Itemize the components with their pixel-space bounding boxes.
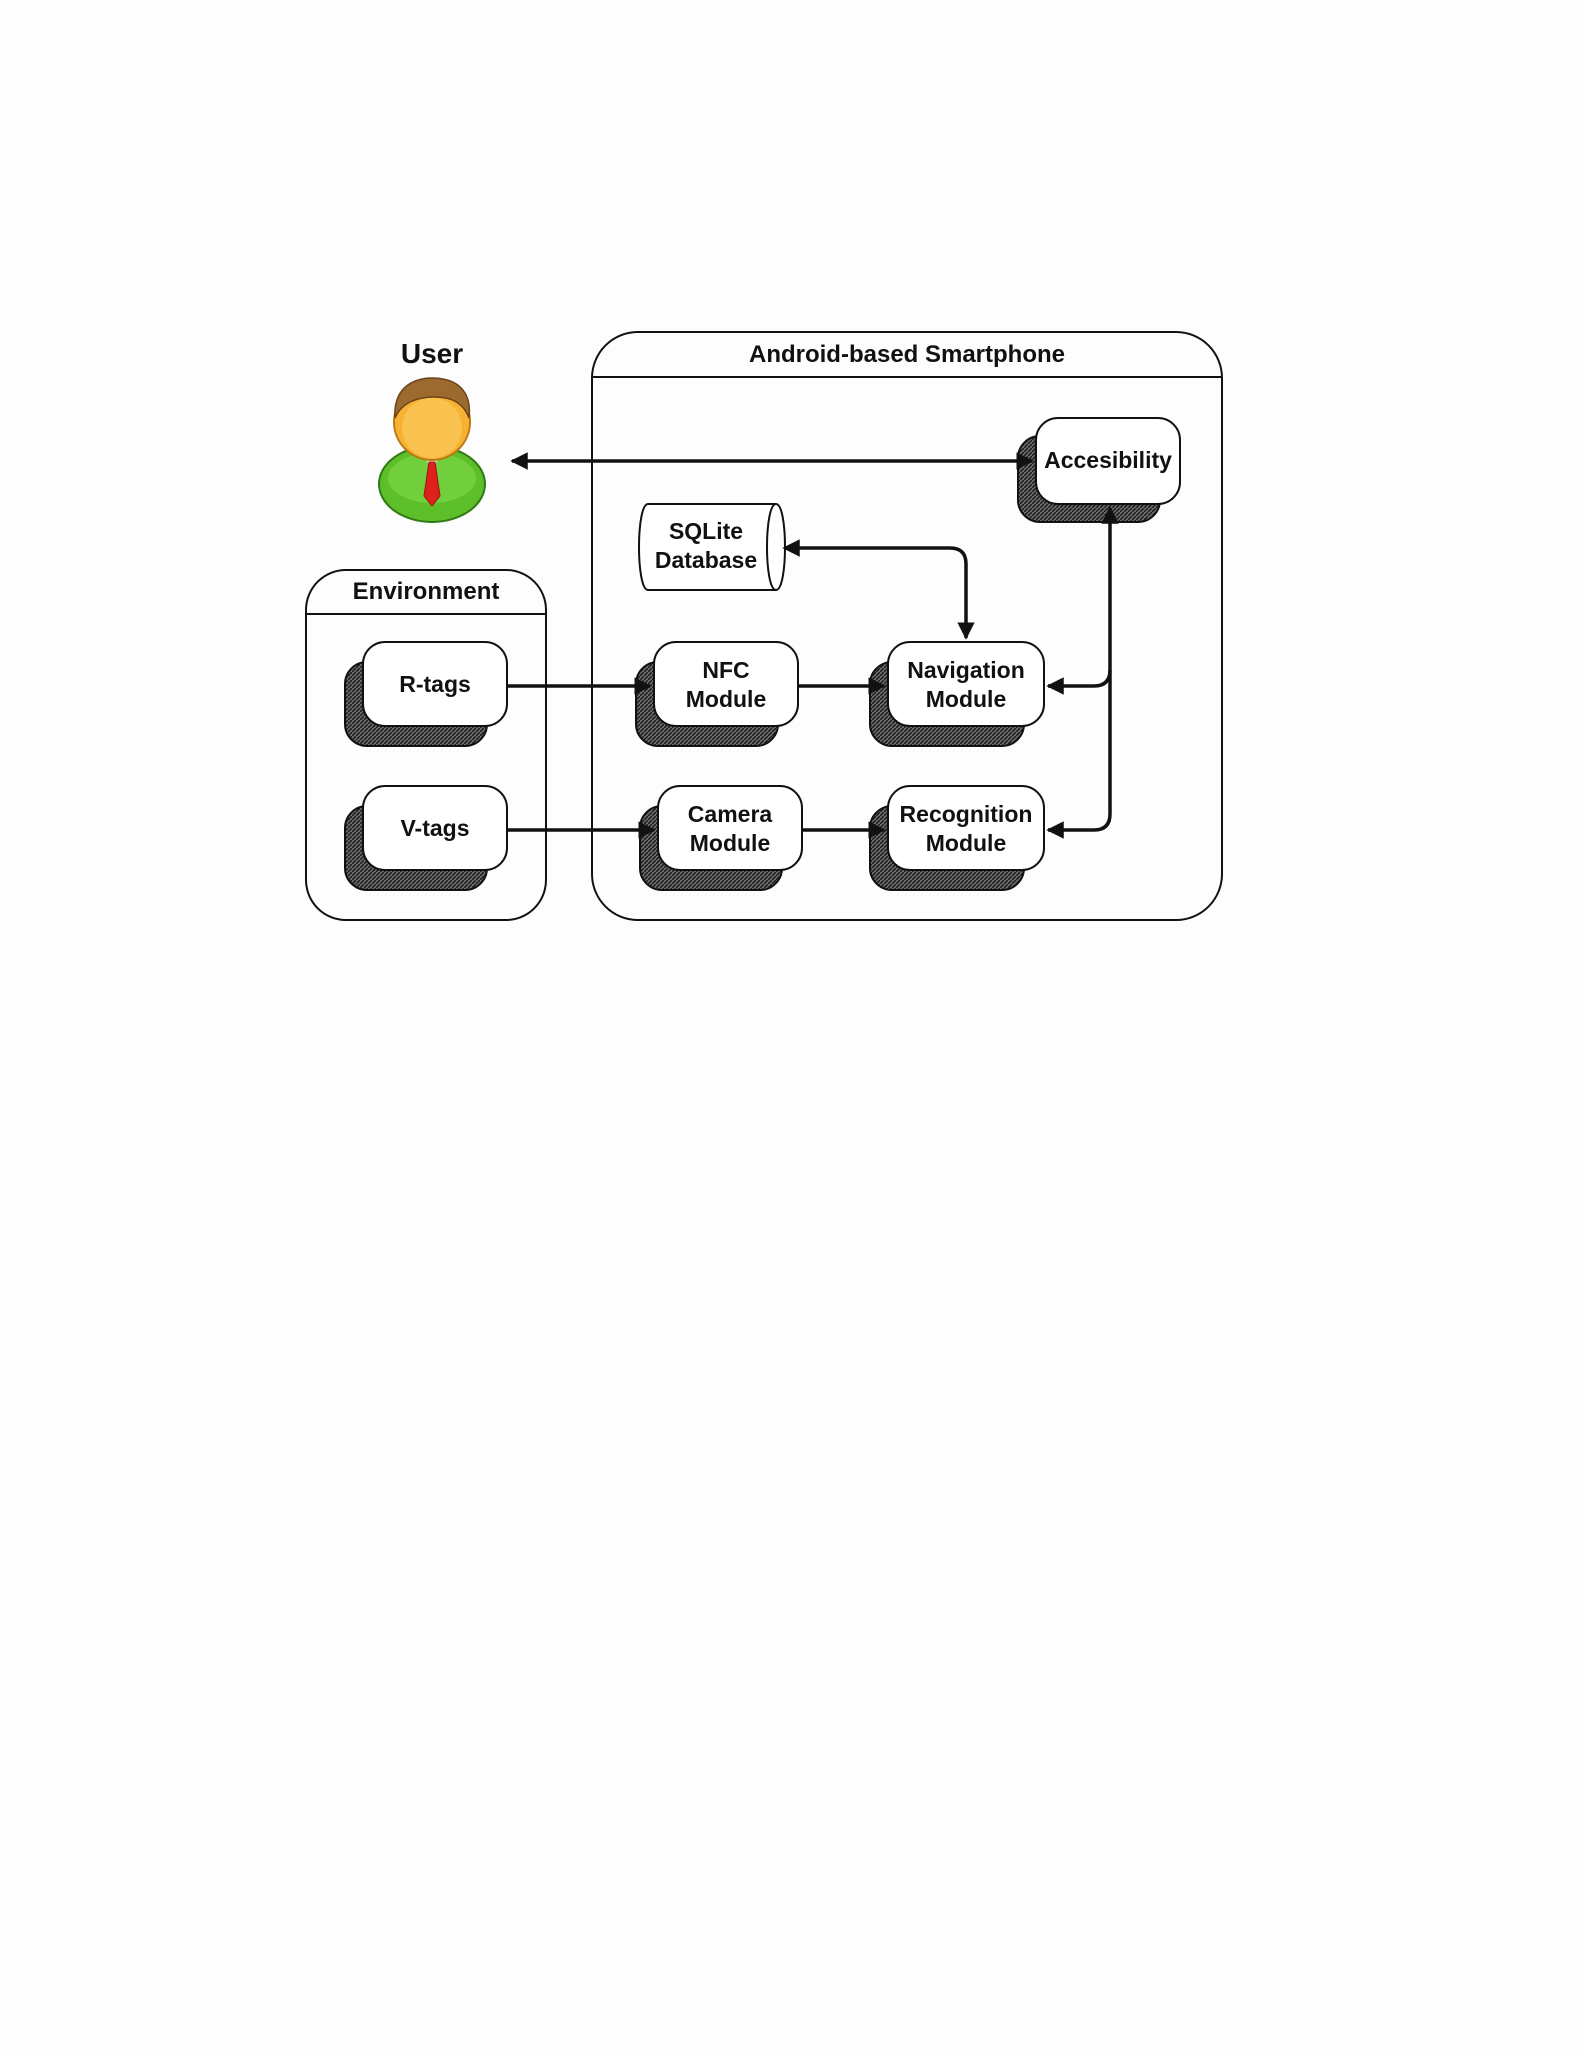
user-label: User <box>401 338 463 369</box>
recognition-module-node: Recognition Module <box>869 785 1045 891</box>
accessibility-node: Accesibility <box>1017 417 1181 523</box>
recognition-label-line1: Recognition <box>900 801 1033 827</box>
recognition-label-line2: Module <box>926 830 1007 856</box>
edge-accessibility-recognition <box>1046 670 1112 839</box>
vtags-label: V-tags <box>400 815 469 841</box>
sqlite-label-line2: Database <box>655 547 757 573</box>
smartphone-container: Android-based Smartphone <box>591 331 1223 921</box>
edge-accessibility-navigation <box>1046 506 1119 695</box>
rtags-node: R-tags <box>344 641 508 747</box>
camera-label-line2: Module <box>690 830 771 856</box>
rtags-label: R-tags <box>399 671 471 697</box>
nfc-module-node: NFC Module <box>635 641 799 747</box>
accessibility-label: Accesibility <box>1044 447 1172 473</box>
camera-module-node: Camera Module <box>639 785 803 891</box>
user-icon <box>378 377 486 523</box>
navigation-module-node: Navigation Module <box>869 641 1045 747</box>
camera-label-line1: Camera <box>688 801 773 827</box>
vtags-node: V-tags <box>344 785 508 891</box>
smartphone-title: Android-based Smartphone <box>749 341 1065 368</box>
navigation-label-line1: Navigation <box>907 657 1025 683</box>
environment-container: Environment <box>305 569 547 921</box>
edge-sqlite-navigation <box>782 539 975 640</box>
nfc-label-line1: NFC <box>702 657 749 683</box>
environment-title: Environment <box>353 578 500 605</box>
user-actor: User <box>378 338 486 523</box>
connectors <box>507 452 1119 839</box>
navigation-label-line2: Module <box>926 686 1007 712</box>
sqlite-database-node: SQLite Database <box>638 503 786 591</box>
nfc-label-line2: Module <box>686 686 767 712</box>
sqlite-label-line1: SQLite <box>669 518 743 544</box>
